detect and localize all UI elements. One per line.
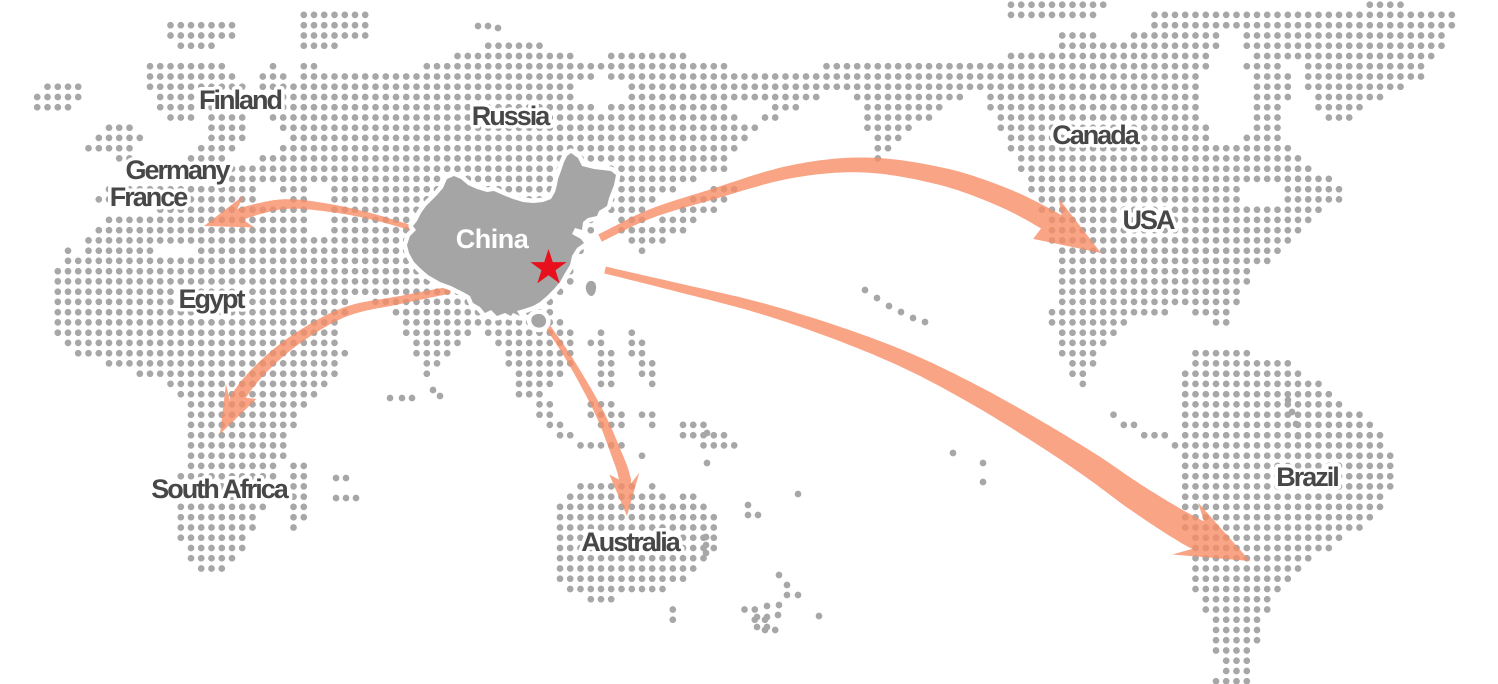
svg-text:South Africa: South Africa xyxy=(151,474,289,504)
svg-text:Egypt: Egypt xyxy=(178,284,245,314)
svg-text:France: France xyxy=(110,182,189,212)
svg-text:Germany: Germany xyxy=(125,155,230,185)
svg-text:Finland: Finland xyxy=(199,85,281,115)
svg-text:Russia: Russia xyxy=(472,101,552,131)
svg-text:Australia: Australia xyxy=(581,527,682,557)
svg-text:USA: USA xyxy=(1122,205,1175,235)
svg-text:Brazil: Brazil xyxy=(1276,462,1338,492)
svg-text:Canada: Canada xyxy=(1052,120,1141,150)
svg-text:China: China xyxy=(456,224,530,254)
